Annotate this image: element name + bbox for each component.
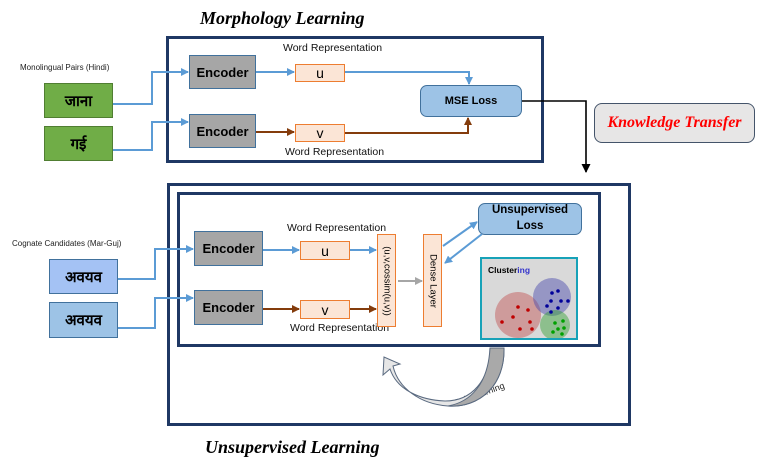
arrow-cognate2-to-encoder4	[118, 294, 194, 329]
red-points	[500, 305, 534, 331]
unsupervised-inner-frame	[177, 192, 601, 347]
arrow-u-to-mse	[345, 71, 473, 85]
cluster-red	[495, 292, 541, 338]
bottom-encoder-1: Encoder	[194, 231, 263, 266]
clustering-title-suffix: ing	[517, 265, 531, 275]
top-encoder-1: Encoder	[189, 55, 256, 89]
cognate-word-box-1: अवयव	[49, 259, 118, 294]
arrow-hindi2-to-encoder2	[113, 118, 189, 151]
bottom-vector-u: u	[300, 241, 350, 260]
blue-points	[545, 289, 570, 314]
clustering-panel: Clustering	[480, 257, 578, 340]
unsupervised-loss-box: Unsupervised Loss	[478, 203, 582, 235]
arrow-cognate1-to-encoder3	[118, 245, 194, 280]
clustering-plot	[495, 278, 571, 338]
arrow-knowledge-transfer	[522, 100, 591, 173]
clustering-title: Clustering	[488, 265, 530, 275]
bottom-encoder-2: Encoder	[194, 290, 263, 325]
dense-layer-box: Dense Layer	[423, 234, 442, 327]
concat-cossim-box: (u,v,cossim(u,v))	[377, 234, 396, 327]
top-word-rep-label-1: Word Representation	[283, 42, 383, 54]
top-vector-v: v	[295, 124, 345, 142]
bottom-word-rep-label-1: Word Representation	[287, 222, 387, 234]
top-word-rep-label-2: Word Representation	[285, 146, 385, 158]
unsupervised-loss-line2: Loss	[516, 220, 544, 232]
arrow-hindi1-to-encoder1	[113, 68, 189, 105]
monolingual-pairs-caption: Monolingual Pairs (Hindi)	[20, 63, 110, 72]
hindi-word-box-1: जाना	[44, 83, 113, 118]
bottom-vector-v: v	[300, 300, 350, 319]
self-learning-arrow	[382, 347, 505, 407]
unsupervised-loss-line1: Unsupervised	[491, 204, 569, 217]
arrow-v-to-mse	[345, 117, 472, 134]
hindi-word-box-2: गई	[44, 126, 113, 161]
green-points	[551, 319, 566, 336]
morphology-learning-frame	[166, 36, 544, 163]
cluster-blue	[533, 278, 571, 316]
unsupervised-learning-frame	[167, 183, 631, 426]
clustering-title-prefix: Cluster	[488, 265, 518, 275]
cognate-candidates-caption: Cognate Candidates (Mar-Guj)	[12, 239, 122, 248]
morphology-learning-title: Morphology Learning	[200, 8, 365, 28]
arrow-loss-to-dense	[444, 233, 483, 264]
cognate-word-box-2: अवयव	[49, 302, 118, 338]
top-encoder-2: Encoder	[189, 114, 256, 148]
mse-loss-box: MSE Loss	[420, 85, 522, 117]
bottom-word-rep-label-2: Word Representation	[290, 322, 390, 334]
knowledge-transfer-box: Knowledge Transfer	[594, 103, 755, 143]
arrow-dense-to-loss	[442, 221, 478, 247]
unsupervised-learning-title: Unsupervised Learning	[205, 437, 380, 457]
top-vector-u: u	[295, 64, 345, 82]
